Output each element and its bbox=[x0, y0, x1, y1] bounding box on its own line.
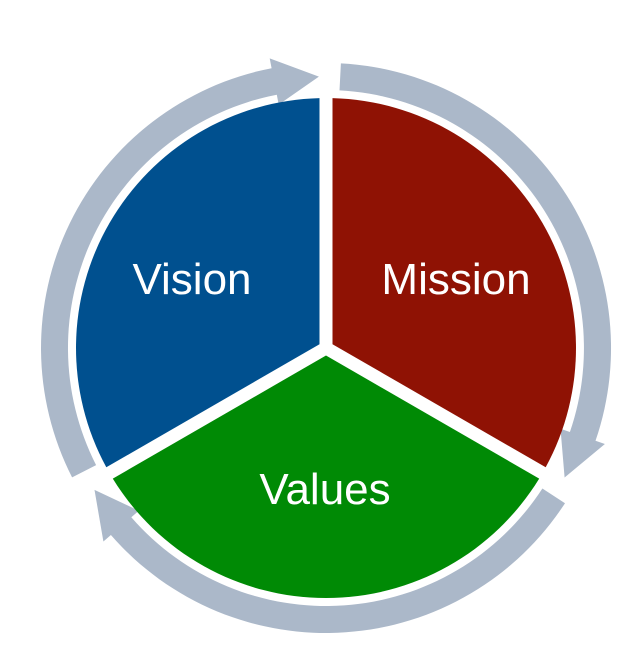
cycle-segments bbox=[76, 98, 576, 599]
cycle-arrow-mission-to-values bbox=[339, 63, 612, 478]
segment-label-vision: Vision bbox=[132, 255, 251, 304]
segment-mission bbox=[332, 98, 576, 468]
cycle-arrow-values-to-vision bbox=[94, 488, 565, 633]
cycle-arrow-vision-to-mission bbox=[41, 58, 319, 478]
segment-label-mission: Mission bbox=[381, 255, 530, 304]
segment-label-values: Values bbox=[259, 465, 390, 514]
cycle-arrows bbox=[41, 58, 612, 633]
segment-vision bbox=[76, 98, 320, 468]
segment-values bbox=[112, 355, 540, 599]
